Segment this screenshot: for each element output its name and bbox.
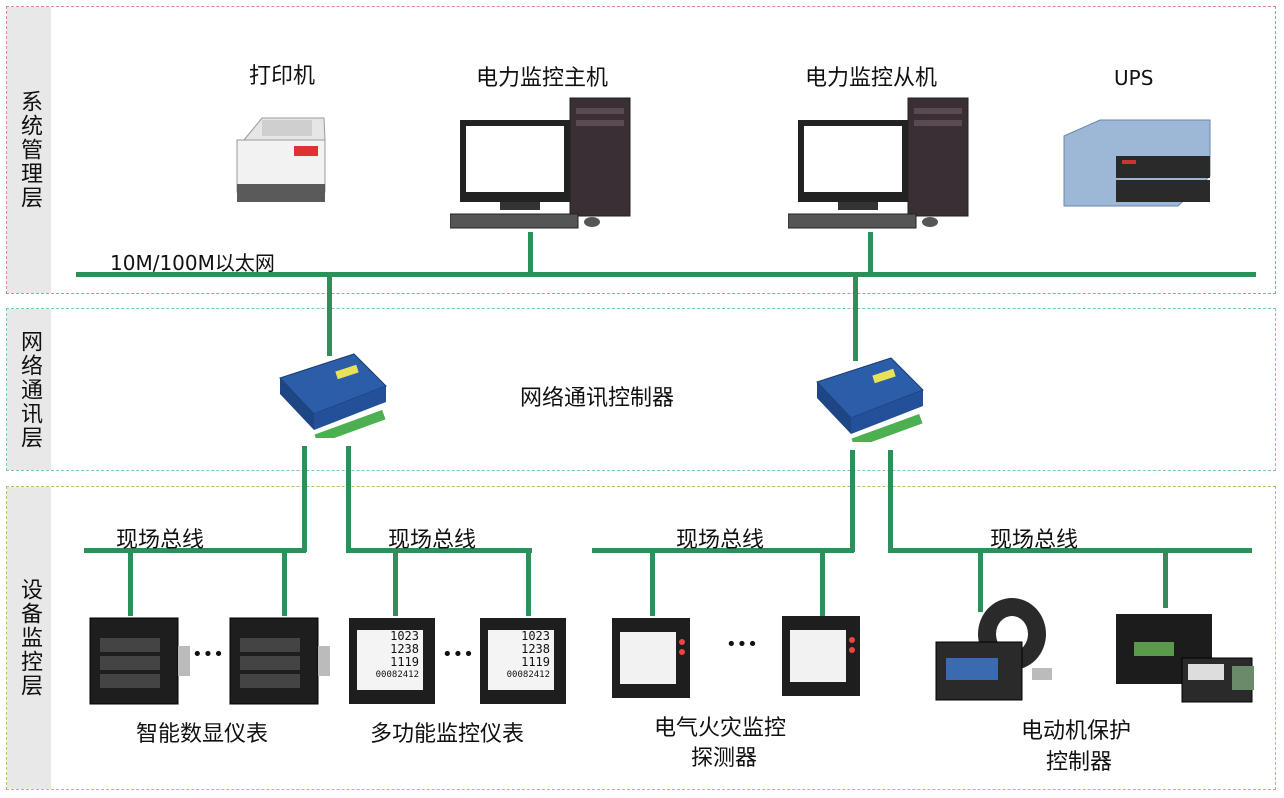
controller1-bus-b-drop (346, 446, 351, 552)
controller2-uplink (853, 276, 858, 361)
smart-meter-1-icon (89, 617, 190, 705)
device-layer-label: 设备监控层 (17, 578, 42, 698)
ups-label: UPS (1114, 66, 1154, 90)
controller2-bus-a-drop (850, 450, 855, 552)
fire-detector-ellipsis: ••• (726, 634, 758, 655)
device-layer-label-column: 设备监控层 (7, 487, 51, 789)
multi-meter-2-reading-3: 1119 (521, 655, 550, 669)
meter-b2-drop (526, 552, 531, 616)
meter-b1-drop (393, 552, 398, 616)
motor-protector-label-line1: 电动机保护 (1021, 719, 1132, 744)
detector-2-drop (820, 552, 825, 616)
network-layer: 网络通讯层 (6, 308, 1276, 471)
fieldbus-4-label: 现场总线 (990, 528, 1079, 553)
multi-meter-1-reading-2: 1238 (390, 642, 419, 656)
multi-meter-1-reading-1: 1023 (390, 629, 419, 643)
fire-detector-1-icon (612, 618, 690, 698)
slave-host-label: 电力监控从机 (805, 66, 938, 91)
motor-protector-2-drop (1163, 552, 1168, 608)
meter-a2-drop (282, 552, 287, 616)
smart-meter-2-icon (229, 617, 330, 705)
fire-detector-2-icon (782, 616, 860, 696)
motor-protector-display-icon (935, 598, 1052, 701)
multi-meter-2-reading-4: 00082412 (506, 670, 550, 680)
controller1-bus-a-drop (302, 446, 307, 552)
multi-meter-label: 多功能监控仪表 (370, 722, 525, 747)
smart-meter-ellipsis: ••• (192, 644, 224, 665)
device-layer: 设备监控层 (6, 486, 1276, 790)
detector-1-drop (650, 552, 655, 616)
multi-meter-1-reading-3: 1119 (390, 655, 419, 669)
slave-host-drop (868, 232, 873, 274)
fieldbus-3-line (592, 548, 854, 553)
ups-icon (1063, 119, 1211, 207)
network-controller-1-icon (279, 353, 387, 438)
multi-meter-ellipsis: ••• (442, 644, 474, 665)
motor-protector-label-line2: 控制器 (1046, 750, 1113, 775)
ethernet-label: 10M/100M以太网 (110, 251, 275, 275)
fieldbus-3-label: 现场总线 (676, 528, 765, 553)
motor-protector-1-drop (978, 552, 983, 612)
network-layer-label-column: 网络通讯层 (7, 309, 51, 470)
fieldbus-2-label: 现场总线 (388, 528, 477, 553)
fire-detector-label-line1: 电气火灾监控 (654, 716, 787, 741)
ethernet-bus-line (76, 272, 1256, 277)
management-layer: 系统管理层 (6, 6, 1276, 294)
multi-meter-1-reading-4: 00082412 (375, 670, 419, 680)
slave-host-computer-icon (788, 97, 969, 229)
main-host-drop (528, 232, 533, 274)
management-layer-label: 系统管理层 (17, 90, 42, 210)
controller2-bus-b-drop (888, 450, 893, 552)
controller1-uplink (327, 276, 332, 356)
smart-meter-label: 智能数显仪表 (136, 722, 269, 747)
main-host-label: 电力监控主机 (476, 66, 609, 91)
fieldbus-1-label: 现场总线 (116, 528, 205, 553)
network-controller-2-icon (816, 357, 924, 442)
multi-meter-2-reading-2: 1238 (521, 642, 550, 656)
fieldbus-4-line (888, 548, 1252, 553)
network-layer-label: 网络通讯层 (17, 329, 42, 450)
printer-icon (236, 117, 326, 202)
printer-label: 打印机 (249, 64, 316, 89)
fieldbus-2-line (346, 548, 532, 553)
fieldbus-1-line (84, 548, 306, 553)
network-controller-label: 网络通讯控制器 (520, 386, 675, 411)
meter-a1-drop (128, 552, 133, 616)
multi-meter-2: 1023 1238 1119 00082412 (480, 618, 566, 704)
multi-meter-2-reading-1: 1023 (521, 629, 550, 643)
motor-protector-module-icon (1116, 614, 1254, 703)
main-host-computer-icon (450, 97, 631, 229)
management-layer-label-column: 系统管理层 (7, 7, 51, 293)
multi-meter-1: 1023 1238 1119 00082412 (349, 618, 435, 704)
fire-detector-label-line2: 探测器 (691, 746, 758, 771)
